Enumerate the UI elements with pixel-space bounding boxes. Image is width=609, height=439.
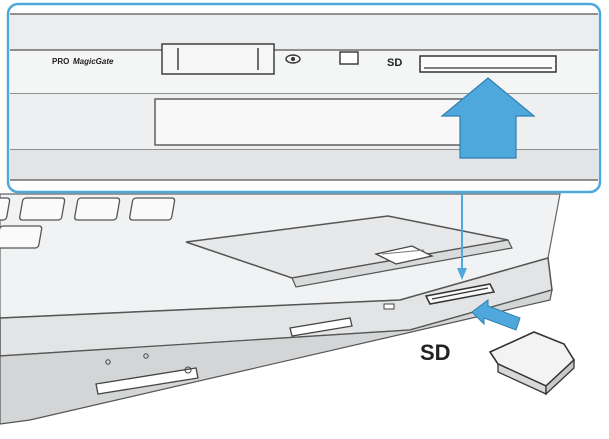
small-port xyxy=(383,303,395,310)
panel-top-band xyxy=(10,14,598,50)
magicgate-label: MagicGate xyxy=(73,57,114,66)
indicator-light xyxy=(105,359,111,365)
sd-card xyxy=(488,331,576,396)
sd-memory-card-slot xyxy=(419,55,557,73)
front-port-slider xyxy=(95,367,199,395)
sd-card-label: SD xyxy=(420,340,451,365)
connector-arrowhead xyxy=(457,268,467,280)
touchpad-button-bar xyxy=(291,239,513,288)
memory-stick-slot xyxy=(161,43,275,75)
indicator-light xyxy=(143,353,149,359)
access-indicator-icon xyxy=(285,54,301,64)
headphone-jack xyxy=(184,366,192,374)
zoom-callout: PRO MagicGate SD xyxy=(6,2,602,194)
keyboard-keys xyxy=(0,197,176,249)
card-insert-arrow xyxy=(471,299,521,331)
front-port-switch xyxy=(289,317,353,337)
pro-label: PRO xyxy=(52,57,69,66)
insert-direction-arrow xyxy=(440,77,536,159)
sd-slot-label: SD xyxy=(387,57,402,69)
indicator-led xyxy=(339,51,359,65)
laptop-base xyxy=(0,289,553,425)
laptop-illustration xyxy=(0,193,561,425)
recessed-panel xyxy=(154,98,476,146)
